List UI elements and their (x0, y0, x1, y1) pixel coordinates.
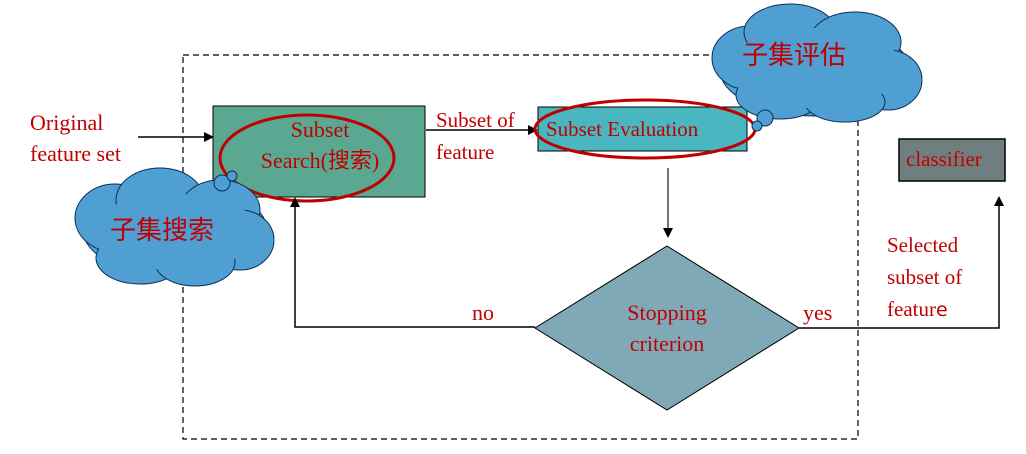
subset-evaluation-box (537, 106, 748, 152)
cloud-evaluation-label: 子集评估 (742, 41, 847, 71)
stopping-criterion-diamond (534, 245, 800, 411)
classifier-box (898, 138, 1006, 182)
selected-subset-line1: Selected (887, 233, 959, 257)
subset-search-label-line1: Subset (290, 117, 350, 142)
selected-subset-line3-main: featur (887, 297, 936, 321)
cloud-evaluation (711, 3, 923, 132)
arrow-yes-to-classifier (799, 196, 1004, 329)
no-label: no (472, 300, 494, 325)
arrow-no-feedback (290, 197, 535, 328)
yes-label: yes (803, 300, 833, 325)
edge-label-line1: Subset of (436, 108, 515, 132)
classifier-label: classifier (906, 147, 982, 171)
subset-search-highlight-ellipse (218, 113, 396, 203)
subset-search-label-line2: Search(搜索) (260, 147, 380, 173)
cloud-search-label: 子集搜索 (110, 216, 215, 246)
selected-subset-line3-tail: e (935, 299, 948, 321)
edge-subset-of-feature-label: Subset of feature (436, 104, 515, 168)
selected-subset-line3: feature (887, 293, 962, 326)
selected-subset-label: Selected subset of feature (887, 229, 962, 326)
cloud-search (74, 167, 275, 287)
stopping-criterion-line1: Stopping (627, 300, 707, 325)
subset-search-label: Subset Search(搜索) (220, 115, 420, 177)
subset-search-box (212, 105, 426, 198)
subset-evaluation-label: Subset Evaluation (546, 117, 699, 141)
selected-subset-line2: subset of (887, 265, 963, 289)
input-label-line1: Original (30, 110, 104, 135)
edge-label-line2: feature (436, 140, 495, 164)
input-label-line2: feature set (30, 140, 121, 166)
stopping-criterion-line2: criterion (629, 330, 705, 356)
stopping-criterion-label: Stopping criterion (587, 298, 747, 360)
input-label: Original feature set (30, 108, 121, 170)
